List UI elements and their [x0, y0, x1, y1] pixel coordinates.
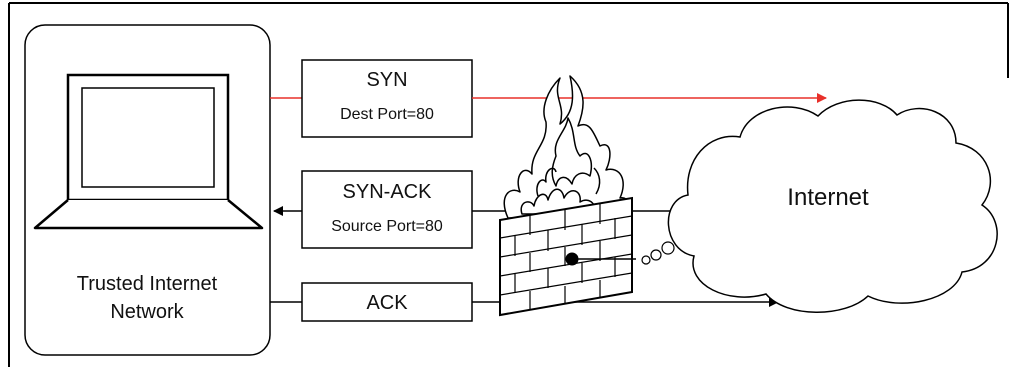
trusted-network-host: Trusted Internet Network: [24, 24, 271, 356]
syn-detail: Dest Port=80: [340, 106, 434, 123]
syn-ack-detail: Source Port=80: [331, 218, 443, 235]
syn-title: SYN: [366, 69, 407, 91]
ack-box: [301, 282, 473, 322]
ack-title: ACK: [366, 292, 408, 314]
cloud-icon: [667, 99, 998, 313]
bubble-small: [641, 255, 651, 265]
host-label-line2: Network: [110, 301, 184, 323]
bubble-large: [661, 241, 675, 255]
syn-packet: SYN Dest Port=80: [270, 59, 827, 138]
laptop-icon: [33, 73, 264, 230]
bubble-medium: [650, 249, 662, 261]
internet-cloud: Internet: [667, 99, 998, 313]
host-label-line1: Trusted Internet: [77, 273, 218, 295]
thought-bubbles: [641, 241, 675, 265]
syn-ack-title: SYN-ACK: [343, 181, 433, 203]
syn-ack-box: [301, 170, 473, 249]
syn-box: [301, 59, 473, 138]
internet-label: Internet: [787, 184, 869, 211]
ack-packet: ACK: [270, 282, 779, 322]
inspection-dot: [565, 252, 579, 266]
firewall-icon: [499, 75, 636, 317]
diagram-frame: [8, 2, 1009, 367]
